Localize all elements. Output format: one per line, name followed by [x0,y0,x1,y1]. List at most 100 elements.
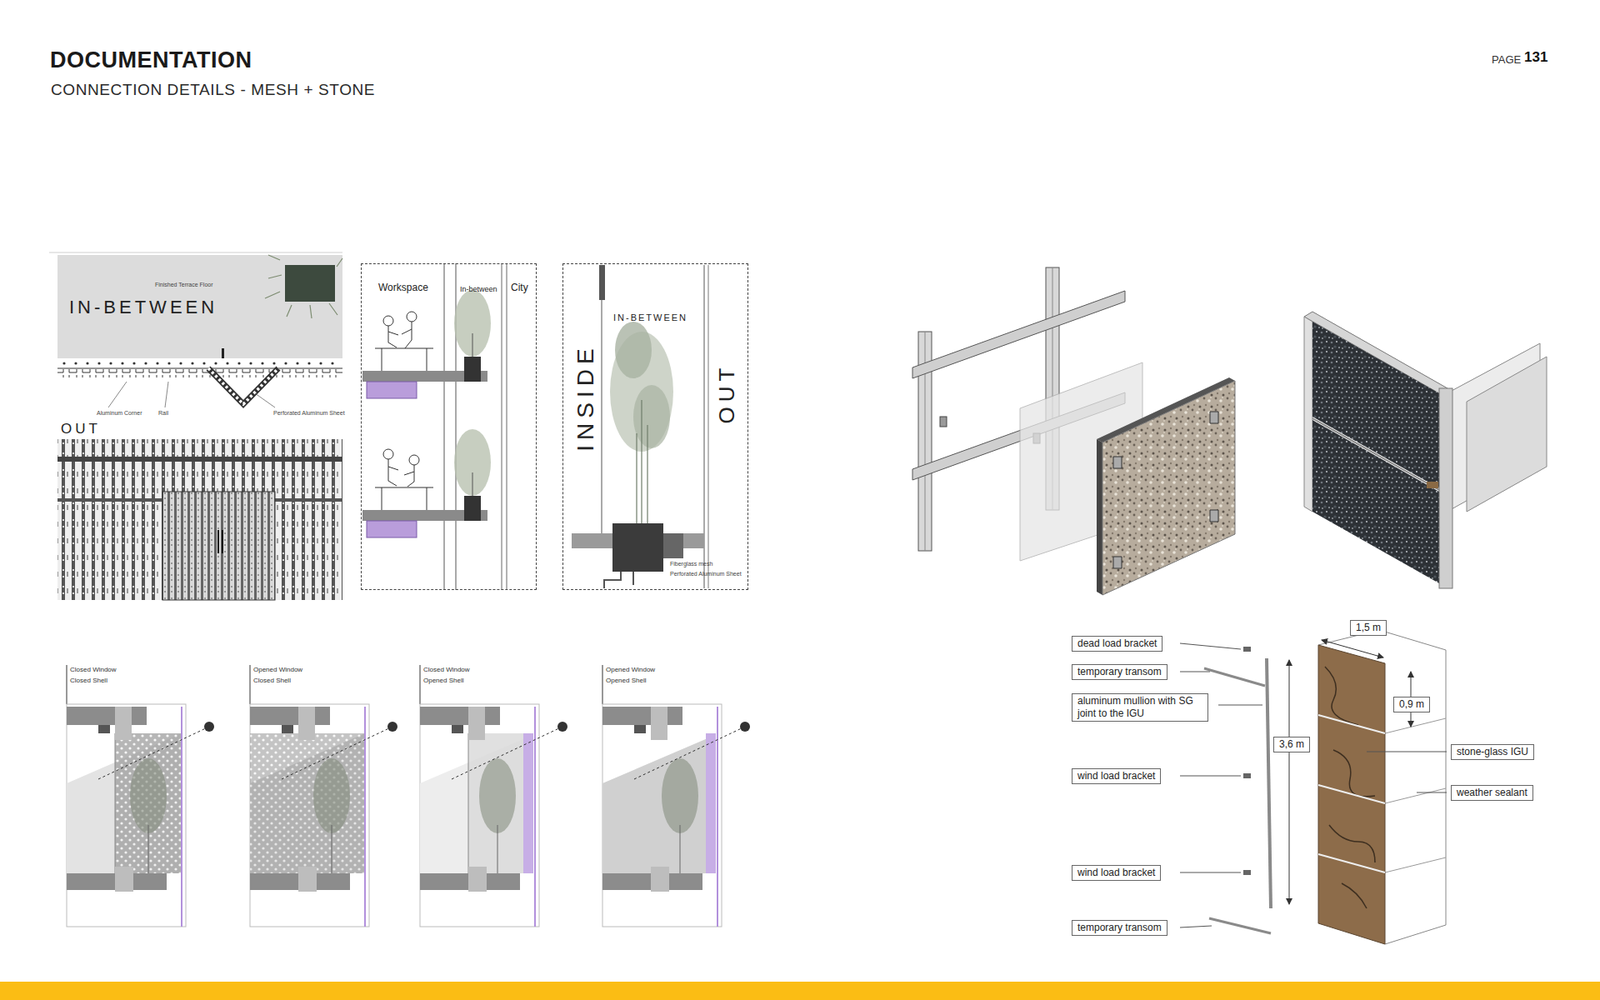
section-workspace-part [383,315,394,326]
state-diagram-part [602,704,722,927]
igu-assembly-part [1318,854,1385,873]
panel-text: Finished Terrace Floor [155,281,214,289]
igu-assembly-part [1289,660,1290,905]
state-diagram-part [602,706,683,725]
callout-text: 3,6 m [1279,738,1305,751]
section-in-between-part [615,321,652,379]
terrace-plan-detail-part [208,368,279,405]
panel-text: Closed Shell [70,676,108,685]
stone-panel-corner-part [1439,388,1453,589]
terrace-plan-detail-part [57,358,343,365]
terrace-plan-detail-part [165,381,169,408]
igu-assembly-part [1209,918,1271,934]
state-diagram [420,665,568,927]
state-diagram-part [602,738,708,874]
panel-text: Opened Window [253,665,303,674]
callout-box: stone-glass IGU [1450,744,1535,760]
state-diagram [66,665,215,927]
state-diagram-part [468,733,525,874]
state-diagram-part [650,706,668,740]
terrace-plan-detail-part [57,439,343,600]
state-diagram-part [250,704,370,927]
panel-text: In-between [460,285,498,294]
terrace-plan-detail-part [265,255,343,319]
state-diagram-part [420,706,500,725]
curtain-wall-exploded-part [912,290,1125,379]
terrace-plan-detail-part [208,368,279,405]
panel-text: OUT [60,420,101,438]
state-diagram-part [680,825,681,874]
panel-text: Opened Shell [605,676,646,685]
igu-assembly-part [1180,671,1210,673]
dimension-box: 1,5 m [1350,620,1387,636]
state-diagram-part [523,733,534,874]
panel-text: IN-BETWEEN [69,296,218,318]
panel-text: Closed Shell [253,676,291,685]
section-in-between-part [599,265,605,300]
panel-text: Fiberglass mesh [670,560,713,568]
terrace-plan-detail-part [285,265,335,302]
state-diagram-part [479,758,516,834]
state-diagram-part [468,706,485,740]
footer-bar [0,981,1600,1000]
igu-assembly-part [1318,645,1385,945]
state-diagram-part [98,726,210,780]
state-diagram-part [740,721,750,732]
igu-assembly [1180,630,1447,945]
state-diagram-part [420,704,540,927]
section-workspace-part [401,321,412,349]
callout-box: weather sealant [1450,785,1534,801]
igu-assembly-part [1218,705,1263,706]
state-diagram-part [331,825,333,874]
section-in-between-part [636,400,648,525]
section-workspace-part [375,348,434,371]
section-workspace-part [409,455,420,465]
terrace-plan-detail-part [57,368,343,370]
callout-box: aluminum mullion with SG joint to the IG… [1071,693,1209,722]
callout-box: wind load bracket [1071,768,1161,785]
terrace-plan-detail-part [57,255,343,359]
stone-panel-corner-part [1466,356,1547,512]
section-workspace-part [444,263,445,590]
section-workspace-part [464,495,481,521]
section-workspace-part [375,487,434,510]
section-workspace-part [388,459,399,486]
state-diagram-part [130,758,167,834]
dimension-box: 3,6 m [1273,736,1310,753]
section-in-between-part [604,571,634,589]
callout-text: weather sealant [1456,786,1528,800]
section-in-between-part [708,265,710,589]
dimension-box: 0,9 m [1393,696,1430,713]
state-diagram-part [281,725,294,734]
state-diagram-part [98,725,110,734]
section-workspace-part [464,356,481,382]
state-diagram-part [66,733,182,874]
igu-assembly-part [1318,715,1385,734]
stone-panel-corner-part [1312,420,1440,584]
curtain-wall-exploded-part [1113,411,1219,569]
igu-assembly-part [1416,792,1447,794]
section-in-between-part [663,533,684,559]
stone-panel-corner-part [1426,481,1439,489]
terrace-plan-detail-part [57,369,343,378]
igu-assembly-part [1385,788,1446,804]
state-diagram [602,665,750,927]
section-workspace-part [366,520,417,538]
state-diagram-part [557,721,568,732]
panel-text: Opened Window [605,665,655,674]
state-diagram-part [115,706,132,740]
state-diagram-part [250,733,365,874]
plan-panel: Finished Terrace FloorIN-BETWEENOUTAlumi… [57,255,343,600]
state-diagram-part [313,758,350,834]
section-in-between-part [601,300,603,534]
terrace-plan-detail-part [255,393,275,408]
state-panel: Opened WindowOpened Shell [600,663,724,930]
callout-text: aluminum mullion with SG joint to the IG… [1077,695,1203,720]
section-workspace-part [472,472,474,496]
igu-assembly-part [1243,646,1251,652]
curtain-wall-exploded-part [1096,439,1103,595]
stone-panel-corner [1304,311,1547,589]
state-diagram [250,665,398,927]
state-diagram-part [661,758,699,834]
